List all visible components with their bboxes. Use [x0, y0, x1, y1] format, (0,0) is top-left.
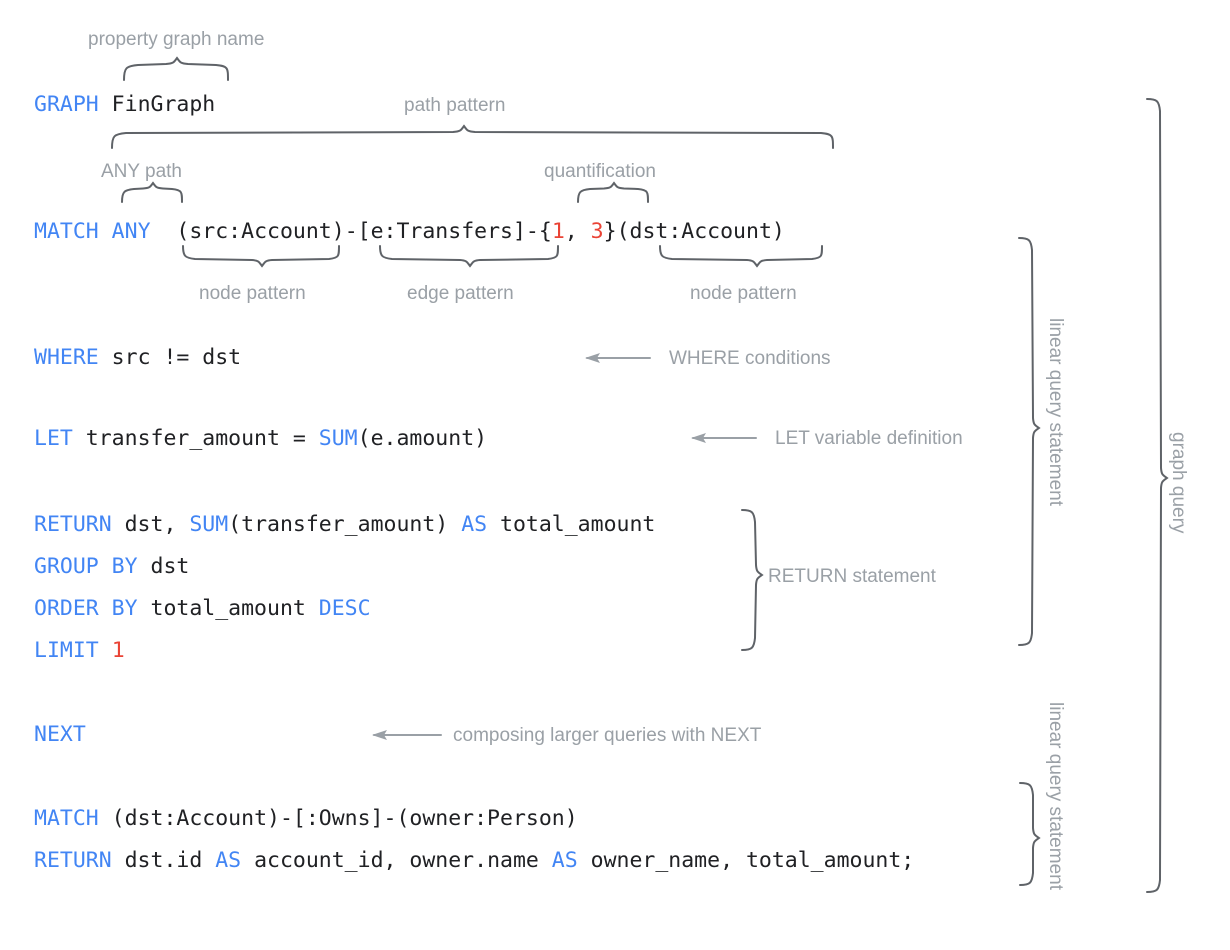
brace-return-statement — [742, 510, 762, 650]
code-line-match-2: MATCH (dst:Account)-[:Owns]-(owner:Perso… — [34, 806, 578, 832]
limit-space — [99, 638, 112, 663]
brace-quantification — [578, 183, 648, 202]
annotation-property-graph-name: property graph name — [88, 29, 265, 50]
annotation-linear-query-statement-1: linear query statement — [1045, 318, 1066, 506]
return-2-part-2: account_id, owner.name — [241, 848, 552, 873]
let-function-args: (e.amount) — [357, 426, 488, 451]
keyword-return-2: RETURN — [34, 848, 112, 873]
keyword-graph: GRAPH — [34, 92, 99, 117]
dash-right-brace-open: -{ — [525, 219, 552, 244]
brace-edge-pattern — [380, 246, 558, 266]
keyword-where: WHERE — [34, 345, 99, 370]
keyword-as-return: AS — [461, 512, 488, 537]
annotation-any-path: ANY path — [101, 161, 182, 182]
annotation-node-pattern-left: node pattern — [199, 283, 306, 304]
return-2-part-3: owner_name, total_amount; — [577, 848, 915, 873]
quantifier-lower-bound: 1 — [551, 219, 565, 244]
keyword-as-2: AS — [551, 848, 578, 873]
code-line-return-2: RETURN dst.id AS account_id, owner.name … — [34, 848, 914, 874]
group-by-expression: dst — [137, 554, 190, 579]
match-2-pattern: (dst:Account)-[:Owns]-(owner:Person) — [98, 806, 578, 831]
brace-linear-query-statement-1 — [1019, 238, 1039, 645]
annotation-node-pattern-right: node pattern — [690, 283, 797, 304]
return-function-args: (transfer_amount) — [228, 512, 462, 537]
node-pattern-dst: (dst:Account) — [616, 219, 785, 244]
keyword-limit: LIMIT — [34, 638, 99, 663]
brace-property-graph-name — [124, 58, 228, 80]
keyword-match-2: MATCH — [34, 806, 99, 831]
code-line-match: MATCH ANY (src:Account)-[e:Transfers]-{1… — [34, 219, 785, 245]
arrowhead-let-variable-definition — [691, 433, 706, 443]
order-by-expression: total_amount — [137, 596, 319, 621]
return-alias: total_amount — [487, 512, 656, 537]
code-line-let: LET transfer_amount = SUM(e.amount) — [34, 426, 487, 452]
return-first-item: dst, — [111, 512, 190, 537]
keyword-next: NEXT — [34, 722, 86, 747]
brace-any-path — [122, 183, 182, 202]
brace-node-pattern-left — [183, 246, 339, 266]
function-sum-return: SUM — [189, 512, 229, 537]
function-sum-let: SUM — [318, 426, 358, 451]
graph-name-value: FinGraph — [98, 92, 216, 117]
code-line-where: WHERE src != dst — [34, 345, 241, 371]
brace-path-pattern — [112, 126, 833, 148]
code-line-limit: LIMIT 1 — [34, 638, 125, 664]
annotation-quantification: quantification — [544, 161, 656, 182]
arrowhead-composing-next — [372, 730, 387, 740]
keyword-desc: DESC — [318, 596, 371, 621]
annotation-return-statement: RETURN statement — [768, 566, 936, 587]
quantifier-separator: , — [564, 219, 591, 244]
keyword-match: MATCH — [34, 219, 99, 244]
edge-pattern-transfers: [e:Transfers] — [357, 219, 526, 244]
dash-left: - — [344, 219, 358, 244]
code-line-order-by: ORDER BY total_amount DESC — [34, 596, 371, 622]
keyword-return: RETURN — [34, 512, 112, 537]
keyword-any: ANY — [98, 219, 151, 244]
annotation-graph-query: graph query — [1168, 432, 1189, 534]
annotation-where-conditions: WHERE conditions — [669, 348, 831, 369]
keyword-let: LET — [34, 426, 73, 451]
annotation-linear-query-statement-2: linear query statement — [1045, 702, 1066, 890]
code-line-graph: GRAPH FinGraph — [34, 92, 215, 118]
keyword-order-by: ORDER BY — [34, 596, 138, 621]
annotation-let-variable-definition: LET variable definition — [775, 428, 963, 449]
quantifier-brace-close: } — [603, 219, 617, 244]
return-2-part-1: dst.id — [111, 848, 216, 873]
code-line-group-by: GROUP BY dst — [34, 554, 189, 580]
where-expression: src != dst — [98, 345, 242, 370]
brace-graph-query — [1147, 99, 1167, 892]
keyword-as-1: AS — [215, 848, 242, 873]
arrowhead-where-conditions — [585, 353, 600, 363]
code-line-return-1: RETURN dst, SUM(transfer_amount) AS tota… — [34, 512, 655, 538]
quantifier-upper-bound: 3 — [590, 219, 604, 244]
brace-node-pattern-right — [660, 246, 822, 266]
annotation-composing-with-next: composing larger queries with NEXT — [453, 725, 762, 746]
limit-value: 1 — [111, 638, 125, 663]
brace-linear-query-statement-2 — [1020, 783, 1039, 885]
annotation-path-pattern: path pattern — [404, 95, 506, 116]
annotation-edge-pattern: edge pattern — [407, 283, 514, 304]
keyword-group-by: GROUP BY — [34, 554, 138, 579]
let-variable-name: transfer_amount = — [72, 426, 319, 451]
code-line-next: NEXT — [34, 722, 86, 748]
node-pattern-src: (src:Account) — [150, 219, 345, 244]
